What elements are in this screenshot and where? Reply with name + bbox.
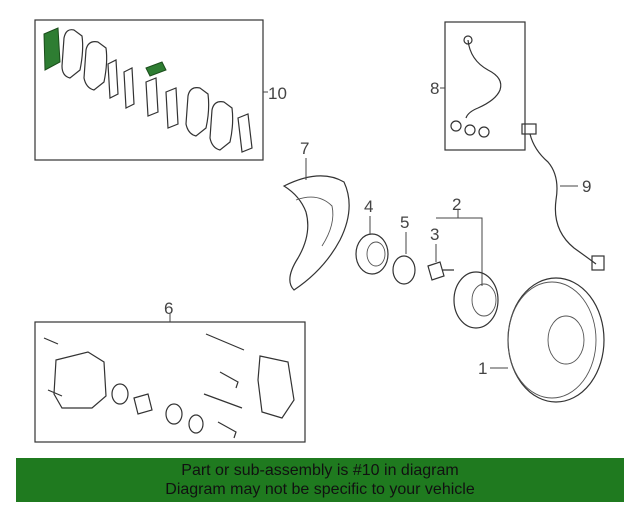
brake-pad-2[interactable]	[83, 41, 108, 91]
callout-10: 10	[268, 84, 287, 103]
sensor-wire[interactable]	[529, 133, 597, 265]
brake-pad-set-box	[34, 19, 264, 161]
wheel-speed-sensor-group[interactable]: 9	[521, 123, 605, 271]
brake-disc-edge	[507, 281, 597, 399]
callout-8: 8	[430, 79, 439, 98]
callout-2: 2	[452, 195, 461, 214]
hub-bolt[interactable]	[427, 261, 454, 281]
sensor-head	[591, 255, 605, 271]
hose-fitting-top	[463, 35, 473, 45]
hose-washer-2[interactable]	[464, 124, 476, 136]
piston-seal[interactable]	[111, 383, 129, 405]
wheel-hub[interactable]	[453, 271, 499, 329]
callout-3: 3	[430, 225, 439, 244]
brake-pad-3[interactable]	[107, 59, 119, 99]
brake-hose[interactable]	[465, 39, 502, 119]
brake-disc-group[interactable]: 1	[478, 277, 605, 403]
wheel-hub-center	[471, 283, 497, 317]
shield-detail	[295, 196, 334, 247]
parts-diagram: 10 8 9 7 4 5	[34, 19, 605, 443]
brake-pad-7[interactable]	[185, 87, 210, 137]
caliper-pin-upper[interactable]	[205, 333, 245, 351]
snap-ring-group[interactable]: 5	[392, 213, 416, 285]
caliper-bracket[interactable]	[257, 355, 295, 419]
hub-bolt-group[interactable]: 3	[427, 225, 454, 281]
caliper-bleeder[interactable]	[43, 337, 63, 397]
snap-ring[interactable]	[392, 255, 416, 285]
wheel-bearing-inner	[366, 241, 386, 267]
dust-seal[interactable]	[188, 414, 204, 434]
brake-pad-9[interactable]	[237, 113, 253, 153]
caliper-body[interactable]	[53, 351, 107, 409]
pad-retainer-clip-1[interactable]	[219, 371, 239, 389]
brake-pad-1[interactable]	[61, 29, 84, 79]
highlighted-pad-shim[interactable]	[43, 27, 61, 71]
hose-bolt[interactable]	[478, 126, 490, 138]
caliper-assembly-box	[34, 321, 306, 443]
piston-boot[interactable]	[165, 403, 183, 425]
brake-pad-set-group[interactable]: 10	[34, 19, 287, 161]
pad-retainer-clip-2[interactable]	[217, 421, 237, 439]
brake-pad-5[interactable]	[145, 77, 159, 117]
wheel-bearing-outer[interactable]	[355, 233, 389, 275]
banner-line-1: Part or sub-assembly is #10 in diagram	[181, 462, 459, 479]
wheel-hub-group[interactable]: 2	[436, 195, 499, 329]
callout-7: 7	[300, 139, 309, 158]
brake-disc-hat	[547, 315, 585, 365]
caliper-piston[interactable]	[133, 393, 153, 415]
brake-pad-8[interactable]	[209, 101, 234, 151]
sensor-connector	[521, 123, 537, 135]
brake-hose-group[interactable]: 8	[430, 21, 526, 151]
splash-shield-group[interactable]: 7	[282, 139, 350, 291]
highlighted-pad-clip[interactable]	[145, 61, 167, 77]
callout-9: 9	[582, 177, 591, 196]
info-banner: Part or sub-assembly is #10 in diagram D…	[16, 458, 624, 502]
splash-shield[interactable]	[282, 175, 350, 291]
caliper-pin-lower[interactable]	[203, 393, 243, 409]
leader-2	[436, 210, 483, 286]
callout-6: 6	[164, 299, 173, 318]
banner-line-2: Diagram may not be specific to your vehi…	[165, 481, 475, 498]
callout-4: 4	[364, 197, 373, 216]
caliper-assembly-group[interactable]: 6	[34, 299, 306, 443]
brake-pad-6[interactable]	[165, 87, 179, 129]
wheel-bearing-group[interactable]: 4	[355, 197, 389, 275]
callout-5: 5	[400, 213, 409, 232]
callout-1: 1	[478, 359, 487, 378]
brake-hose-box	[444, 21, 526, 151]
brake-pad-4[interactable]	[123, 67, 135, 109]
hose-washer-1[interactable]	[450, 120, 462, 132]
